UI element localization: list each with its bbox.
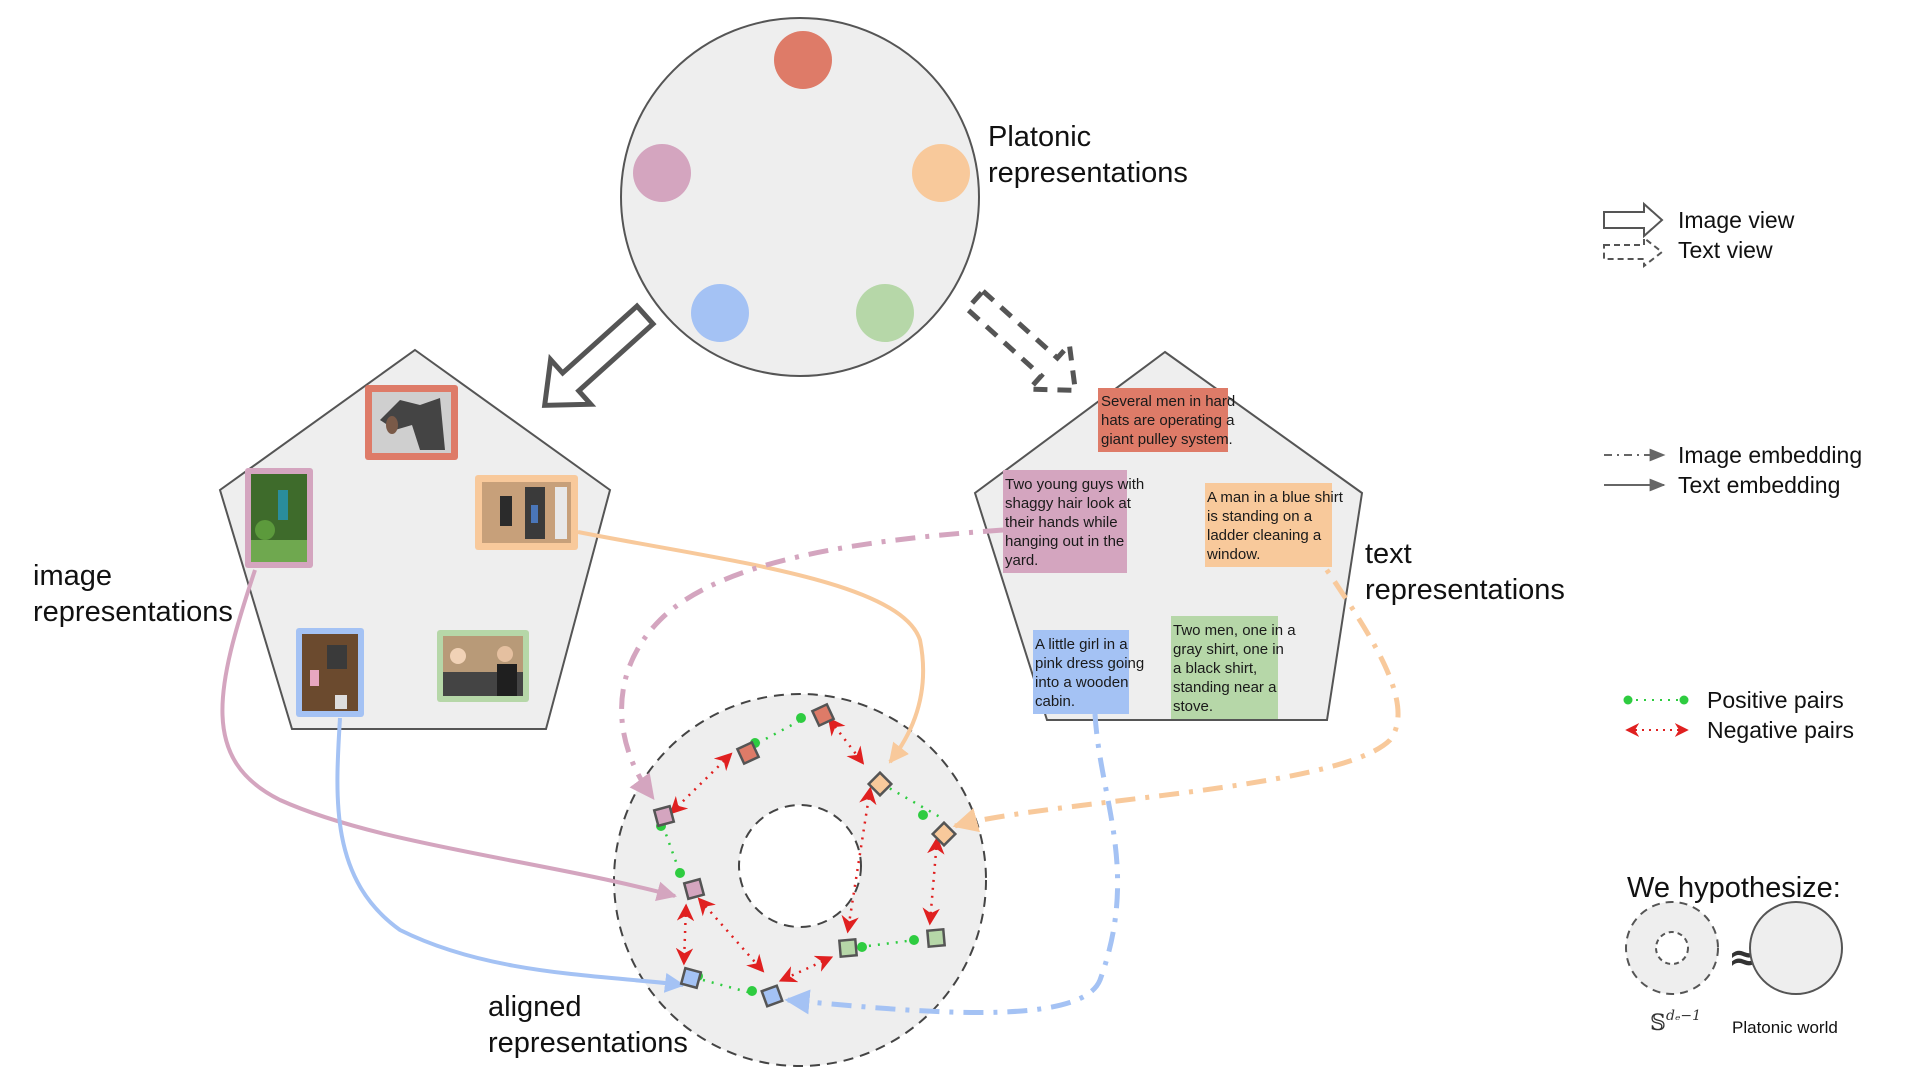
annulus-inner	[738, 804, 862, 928]
caption-pink-line5: yard.	[1005, 552, 1038, 569]
negative-pair-4	[922, 836, 945, 926]
marker-pink-text	[652, 804, 676, 828]
positive-pair-green	[859, 938, 916, 949]
caption-green-line2: gray shirt, one in	[1173, 641, 1284, 658]
negative-pair-2	[827, 717, 865, 765]
hypothesis-title: We hypothesize:	[1627, 872, 1841, 904]
text-reps-label-line1: text	[1365, 538, 1412, 570]
caption-orange-line1: A man in a blue shirt	[1207, 489, 1344, 506]
legend-text-embedding-label: Text embedding	[1678, 472, 1840, 498]
platonic-dot-pink	[633, 144, 691, 202]
marker-blue-image	[679, 966, 703, 990]
platonic-dot-red	[774, 31, 832, 89]
text-reps-label-line2: representations	[1365, 574, 1565, 606]
caption-orange-line2: is standing on a	[1207, 508, 1313, 525]
marker-red-image	[735, 740, 761, 766]
sphere-exponent: dₑ−1	[1666, 1008, 1701, 1024]
marker-pink-image	[682, 877, 706, 901]
aligned-reps-label-line1: aligned	[488, 991, 582, 1023]
caption-blue-line2: pink dress going	[1035, 655, 1144, 672]
image-view-icon	[1603, 201, 1664, 239]
caption-green-line4: standing near a	[1173, 679, 1277, 696]
marker-orange-image	[866, 770, 894, 798]
legend-positive-pairs-label: Positive pairs	[1707, 687, 1844, 713]
image-thumbnail-green[interactable]	[437, 630, 529, 702]
caption-pink-line4: hanging out in the	[1005, 533, 1124, 550]
pink-text-embedding-path	[619, 527, 1004, 801]
caption-pink[interactable]: Two young guys with shaggy hair look at …	[1003, 470, 1144, 573]
negative-pair-1	[669, 752, 733, 815]
caption-red-line3: giant pulley system.	[1101, 431, 1233, 448]
legend-image-view: Image view	[1603, 201, 1795, 239]
caption-orange[interactable]: A man in a blue shirt is standing on a l…	[1205, 483, 1344, 567]
hypothesis-sphere-icon	[1625, 901, 1719, 995]
caption-blue[interactable]: A little girl in a pink dress going into…	[1033, 630, 1144, 714]
image-view-arrow	[541, 302, 657, 408]
aligned-reps-label-line2: representations	[488, 1027, 688, 1059]
caption-orange-line3: ladder cleaning a	[1207, 527, 1322, 544]
caption-red-line2: hats are operating a	[1101, 412, 1235, 429]
caption-pink-line1: Two young guys with	[1005, 476, 1144, 493]
platonic-dot-blue	[691, 284, 749, 342]
caption-red-line1: Several men in hard	[1101, 393, 1235, 410]
negative-pair-5	[675, 903, 695, 966]
caption-pink-line3: their hands while	[1005, 514, 1118, 531]
caption-blue-line4: cabin.	[1035, 693, 1075, 710]
image-thumbnail-orange[interactable]	[475, 475, 578, 550]
platonic-label-line1: Platonic	[988, 121, 1091, 153]
positive-pair-orange	[881, 782, 941, 819]
text-view-icon	[1603, 235, 1664, 269]
negative-pair-7	[778, 955, 834, 983]
image-reps-label-line1: image	[33, 560, 112, 592]
legend-positive-pairs: Positive pairs	[1623, 687, 1844, 713]
caption-red[interactable]: Several men in hard hats are operating a…	[1098, 388, 1235, 452]
legend-image-view-label: Image view	[1678, 207, 1795, 233]
platonic-circle-group	[620, 17, 980, 377]
marker-green-text	[925, 927, 947, 949]
orange-image-embedding-path	[577, 530, 926, 764]
platonic-world-icon	[1749, 901, 1843, 995]
blue-text-embedding-path	[784, 713, 1121, 1015]
caption-orange-line4: window.	[1206, 546, 1260, 563]
caption-green-line5: stove.	[1173, 698, 1213, 715]
caption-green[interactable]: Two men, one in a gray shirt, one in a b…	[1171, 616, 1296, 719]
caption-pink-line2: shaggy hair look at	[1005, 495, 1132, 512]
marker-green-image	[837, 937, 859, 959]
caption-blue-line1: A little girl in a	[1035, 636, 1128, 653]
legend-negative-pairs: Negative pairs	[1625, 717, 1854, 743]
platonic-label-line2: representations	[988, 157, 1188, 189]
marker-orange-text	[930, 820, 958, 848]
text-view-arrow	[963, 287, 1079, 393]
caption-green-line3: a black shirt,	[1173, 660, 1257, 677]
legend-image-embedding: Image embedding	[1604, 442, 1862, 468]
platonic-dot-orange	[912, 144, 970, 202]
caption-green-line1: Two men, one in a	[1173, 622, 1296, 639]
image-thumbnail-blue[interactable]	[296, 628, 364, 717]
image-reps-label-line2: representations	[33, 596, 233, 628]
legend-negative-pairs-label: Negative pairs	[1707, 717, 1854, 743]
platonic-world-label: Platonic world	[1732, 1018, 1838, 1037]
legend-image-embedding-label: Image embedding	[1678, 442, 1862, 468]
platonic-dot-green	[856, 284, 914, 342]
sphere-symbol: 𝕊	[1650, 1011, 1666, 1036]
pink-image-embedding-path	[220, 569, 677, 902]
legend-text-view: Text view	[1603, 235, 1773, 269]
embedding-markers	[652, 702, 958, 1008]
positive-pairs	[661, 716, 941, 996]
caption-blue-line3: into a wooden	[1035, 674, 1128, 691]
marker-red-text	[810, 702, 836, 728]
legend-text-embedding: Text embedding	[1604, 472, 1840, 498]
marker-blue-text	[760, 984, 784, 1008]
image-thumbnail-red[interactable]	[365, 385, 458, 460]
orange-text-embedding-path	[952, 543, 1401, 833]
negative-pairs	[669, 717, 945, 983]
blue-image-embedding-path	[335, 717, 685, 993]
image-thumbnail-pink[interactable]	[245, 468, 313, 568]
legend-text-view-label: Text view	[1678, 237, 1773, 263]
